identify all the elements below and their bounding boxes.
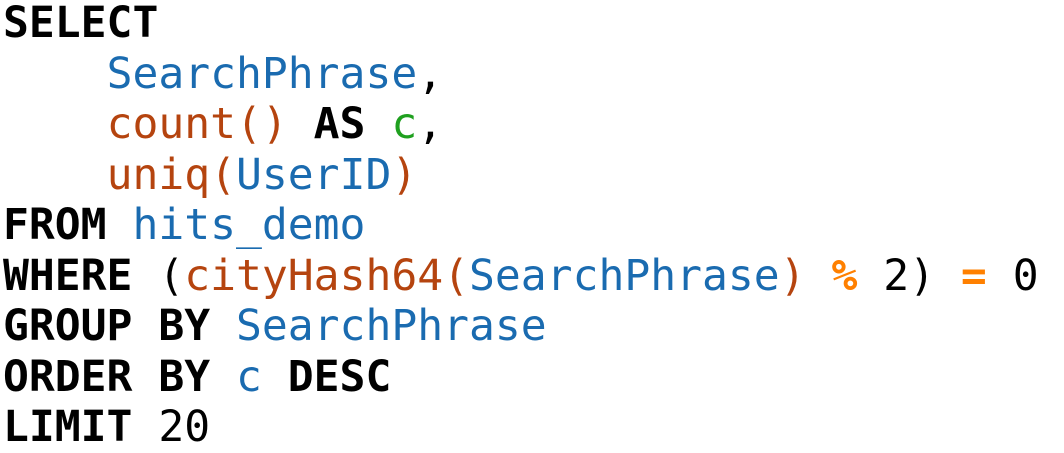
code-line: SELECT [3,0,1064,49]
code-line: uniq(UserID) [3,150,1064,201]
sql-text [806,251,832,301]
code-line: LIMIT 20 [3,402,1064,453]
sql-keyword: FROM [3,200,107,250]
sql-identifier: SearchPhrase [106,48,418,99]
sql-keyword: ORDER BY [3,351,211,402]
sql-text [262,352,288,402]
sql-text: 20 [132,402,211,452]
sql-text [210,301,236,351]
sql-operator: = [960,250,987,301]
sql-keyword: WHERE [3,250,133,301]
code-line: ORDER BY c DESC [3,352,1064,403]
code-line: GROUP BY SearchPhrase [3,301,1064,352]
code-line: SearchPhrase, [3,49,1064,100]
code-line: count() AS c, [3,99,1064,150]
sql-function: uniq( [106,149,237,200]
sql-keyword: LIMIT [3,402,133,452]
sql-function: ) [391,149,418,200]
sql-keyword: DESC [287,351,392,402]
sql-alias: c [391,99,418,149]
sql-text: ( [132,250,185,301]
sql-operator: % [831,250,858,301]
sql-identifier: SearchPhrase [236,301,547,351]
sql-text: , [417,48,444,99]
sql-text [365,99,391,149]
sql-identifier: UserID [236,149,392,200]
sql-identifier: c [236,351,262,402]
sql-text [3,99,107,149]
sql-text [3,150,107,200]
sql-text: 2) [857,250,961,301]
sql-text: 0 [986,250,1039,301]
sql-text [210,352,236,402]
sql-identifier: SearchPhrase [469,250,780,301]
sql-text: , [417,99,444,149]
sql-text [288,99,314,149]
code-line: WHERE (cityHash64(SearchPhrase) % 2) = 0 [3,251,1064,302]
sql-function: count() [106,99,288,149]
sql-text [107,200,133,250]
sql-text [3,49,107,99]
code-line: FROM hits_demo [3,200,1064,251]
sql-keyword: SELECT [3,0,159,48]
sql-keyword: AS [313,99,366,149]
sql-function: ) [779,250,806,301]
sql-keyword: GROUP BY [3,301,211,351]
sql-function: cityHash64( [184,250,470,301]
sql-identifier: hits_demo [132,200,366,250]
